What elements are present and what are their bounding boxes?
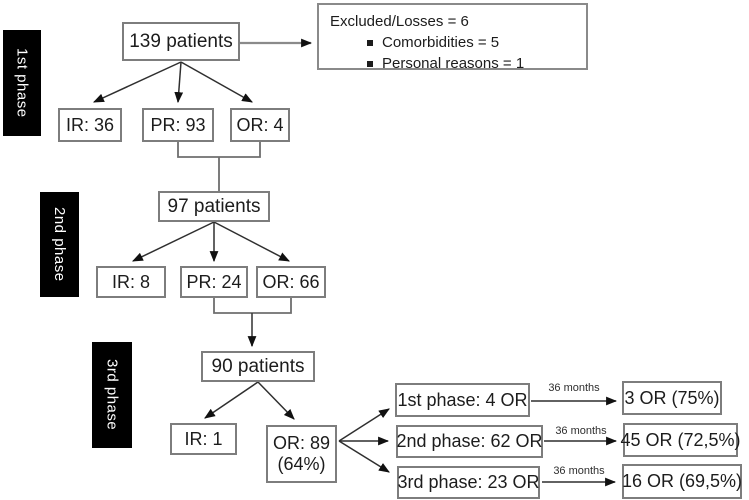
arrow-or89-to-followup1	[338, 408, 390, 442]
followup-source-row2: 2nd phase: 62 OR	[396, 425, 543, 458]
elbow-pr93-or4-merge	[177, 142, 261, 191]
followup-interval-row1: 36 months	[548, 382, 600, 394]
phase-label-3rd: 3rd phase	[92, 342, 132, 448]
or-phase3-count: OR: 89	[272, 433, 331, 454]
arrow-90-to-or89	[257, 381, 295, 420]
excluded-item: Personal reasons = 1	[367, 53, 576, 74]
excluded-item-label: Comorbidities = 5	[382, 34, 500, 51]
node-or-phase3: OR: 89 (64%)	[266, 425, 337, 483]
excluded-item-label: Personal reasons = 1	[382, 55, 525, 72]
or-phase3-percent: (64%)	[277, 454, 326, 474]
square-bullet-icon	[367, 60, 373, 67]
arrow-90-to-ir1	[204, 381, 259, 419]
followup-interval-row2: 36 months	[555, 425, 607, 437]
elbow-pr24-or66-merge	[213, 298, 292, 314]
node-or-phase1: OR: 4	[230, 108, 290, 142]
arrow-97-to-or66	[213, 221, 290, 262]
arrow-139-to-or4	[180, 61, 253, 103]
node-patients-phase2: 97 patients	[158, 191, 270, 222]
followup-result-row3: 16 OR (69,5%)	[622, 464, 742, 499]
node-patients-phase3: 90 patients	[201, 351, 315, 382]
excluded-losses-box: Excluded/Losses = 6 Comorbidities = 5 Pe…	[317, 3, 588, 72]
phase-label-1st: 1st phase	[3, 30, 41, 136]
arrow-97-to-ir8	[132, 221, 215, 262]
square-bullet-icon	[367, 39, 373, 46]
followup-result-row2: 45 OR (72,5%)	[620, 423, 741, 457]
node-ir-phase1: IR: 36	[58, 108, 122, 142]
node-ir-phase2: IR: 8	[96, 266, 166, 298]
followup-source-row3: 3rd phase: 23 OR	[397, 466, 540, 499]
followup-result-row1: 3 OR (75%)	[622, 381, 722, 415]
node-pr-phase2: PR: 24	[180, 266, 248, 298]
node-pr-phase1: PR: 93	[142, 108, 214, 142]
node-patients-phase1: 139 patients	[122, 22, 240, 61]
node-or-phase2: OR: 66	[256, 266, 326, 298]
followup-interval-row3: 36 months	[553, 465, 605, 477]
arrow-139-to-ir36	[93, 61, 182, 103]
arrow-or89-to-followup3	[338, 440, 390, 473]
excluded-item: Comorbidities = 5	[367, 32, 576, 53]
arrow-139-to-pr93	[174, 61, 184, 104]
node-ir-phase3: IR: 1	[170, 423, 237, 455]
excluded-title: Excluded/Losses = 6	[330, 13, 469, 30]
followup-source-row1: 1st phase: 4 OR	[395, 383, 530, 417]
phase-label-2nd: 2nd phase	[40, 192, 79, 297]
